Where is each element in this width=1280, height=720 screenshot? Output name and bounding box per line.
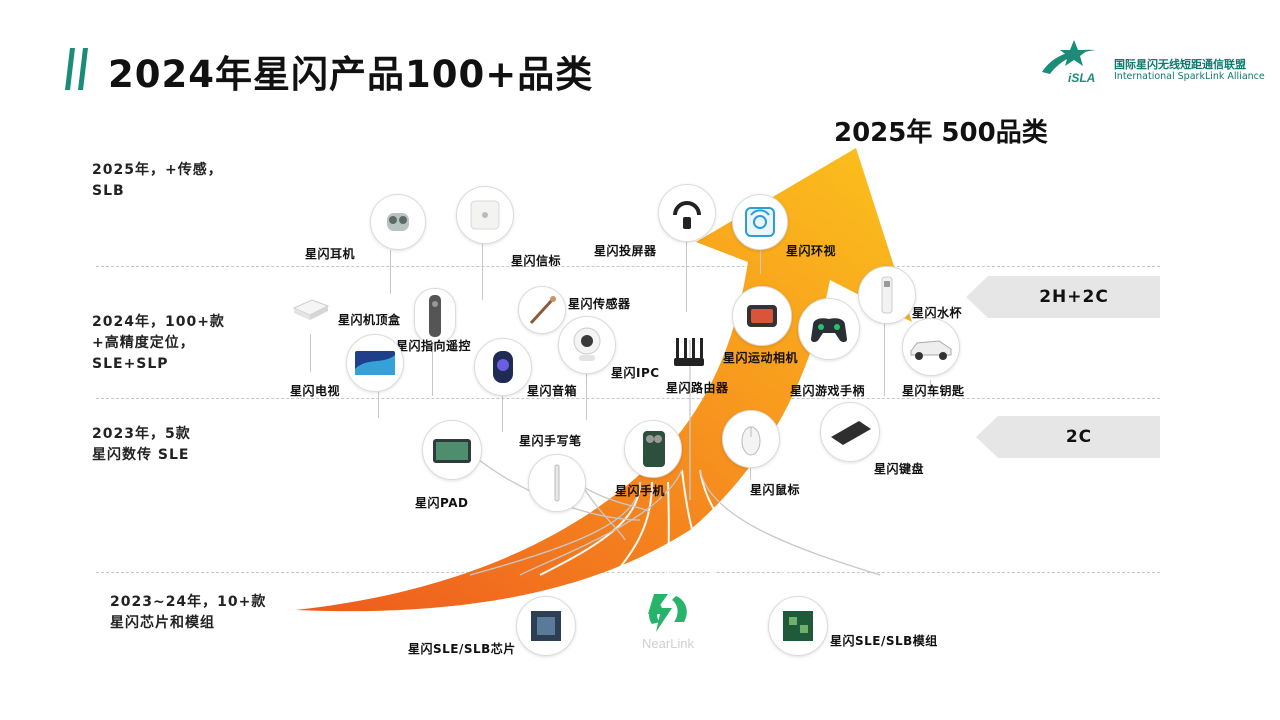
connector-line xyxy=(390,250,391,294)
connector-line xyxy=(760,244,761,274)
nearlink-logo-icon xyxy=(648,594,687,632)
ipc-label: 星闪IPC xyxy=(611,366,660,380)
page-title: 2024年星闪产品100+品类 xyxy=(108,53,594,96)
nearlink-logo: NearLink xyxy=(632,588,704,656)
stage-divider xyxy=(96,266,1160,267)
headline-2025: 2025年 500品类 xyxy=(834,118,1048,148)
sportscam-node xyxy=(732,286,792,346)
speaker-node xyxy=(474,338,532,396)
module-label: 星闪SLE/SLB模组 xyxy=(830,634,938,648)
connector-line xyxy=(310,326,311,372)
title-accent-bars-icon xyxy=(65,48,88,90)
isla-logo-icon: iSLA xyxy=(1042,40,1096,85)
smart-cup-icon xyxy=(881,276,893,314)
keyboard-label: 星闪键盘 xyxy=(874,462,925,476)
remote-label: 星闪指向遥控 xyxy=(396,339,472,353)
earphone-label: 星闪耳机 xyxy=(305,247,356,261)
band-2c: 2C xyxy=(976,416,1160,458)
screen-projector-icon xyxy=(673,201,701,229)
phone-label: 星闪手机 xyxy=(615,484,666,498)
connector-line xyxy=(482,238,483,300)
gamepad-icon xyxy=(811,318,847,342)
carkey-node xyxy=(902,318,960,376)
settopbox-node xyxy=(288,288,334,334)
surround-view-icon xyxy=(745,207,775,237)
nearlink-text: NearLink xyxy=(641,636,695,651)
mouse-node xyxy=(722,410,780,468)
keyboard-node xyxy=(820,402,880,462)
band-2h2c-label: 2H+2C xyxy=(1039,287,1109,307)
stage-label-2024: 2024年，100+款 +高精度定位， SLE+SLP xyxy=(92,314,225,372)
gamepad-label: 星闪游戏手柄 xyxy=(790,384,866,398)
stage-divider xyxy=(96,572,1160,573)
phone-icon xyxy=(643,431,665,467)
connector-line xyxy=(930,380,931,398)
chip-label: 星闪SLE/SLB芯片 xyxy=(408,642,516,656)
projector-label: 星闪投屏器 xyxy=(594,244,657,258)
keyboard-icon xyxy=(831,421,871,445)
connector-line xyxy=(686,240,687,312)
mouse-label: 星闪鼠标 xyxy=(750,483,801,497)
module-icon xyxy=(783,611,813,641)
connector-line xyxy=(586,372,587,420)
speaker-label: 星闪音箱 xyxy=(527,384,578,398)
earphone-node xyxy=(370,194,426,250)
cup-node xyxy=(858,266,916,324)
mouse-icon xyxy=(741,426,761,456)
stage-label-2023: 2023年，5款 星闪数传 SLE xyxy=(92,426,191,463)
tv-icon xyxy=(355,351,395,375)
router-node xyxy=(664,330,712,374)
sensor-label: 星闪传感器 xyxy=(568,297,631,311)
band-2h2c: 2H+2C xyxy=(966,276,1160,318)
logo-mark-text: iSLA xyxy=(1068,71,1095,85)
earbuds-icon xyxy=(387,213,409,231)
remote-node xyxy=(414,288,456,344)
sensor-probe-icon xyxy=(529,296,556,325)
stage-divider xyxy=(96,398,1160,399)
chip-node xyxy=(516,596,576,656)
logo-chinese-name: 国际星闪无线短距通信联盟 xyxy=(1114,58,1246,71)
router-icon xyxy=(674,338,704,366)
tv-node xyxy=(346,334,404,392)
chip-icon xyxy=(531,611,561,641)
ipc-node xyxy=(558,316,616,374)
tv-label: 星闪电视 xyxy=(290,384,341,398)
logo-english-name: International SparkLink Alliance xyxy=(1114,71,1265,82)
pad-node xyxy=(422,420,482,480)
sports-camera-icon xyxy=(747,305,777,327)
beacon-node xyxy=(456,186,514,244)
phone-node xyxy=(624,420,682,478)
set-top-box-icon xyxy=(292,299,330,320)
sportscam-label: 星闪运动相机 xyxy=(723,351,799,365)
beacon-icon xyxy=(470,200,500,230)
settopbox-label: 星闪机顶盒 xyxy=(338,313,401,327)
remote-control-icon xyxy=(429,295,441,337)
cup-label: 星闪水杯 xyxy=(912,306,963,320)
module-node xyxy=(768,596,828,656)
pad-label: 星闪PAD xyxy=(415,496,469,510)
sensor-node xyxy=(518,286,566,334)
speaker-icon xyxy=(493,351,513,383)
stylus-node xyxy=(528,454,586,512)
connector-line xyxy=(884,320,885,396)
carkey-label: 星闪车钥匙 xyxy=(902,384,965,398)
ip-camera-icon xyxy=(573,327,601,361)
surround-node xyxy=(732,194,788,250)
stylus-icon xyxy=(554,464,560,502)
connector-line xyxy=(502,390,503,432)
stage-label-chips: 2023~24年，10+款 星闪芯片和模组 xyxy=(110,594,267,631)
beacon-label: 星闪信标 xyxy=(511,254,562,268)
band-2c-label: 2C xyxy=(1065,427,1093,447)
router-label: 星闪路由器 xyxy=(666,381,729,395)
stage-label-2025: 2025年，+传感， SLB xyxy=(92,162,223,199)
connector-line xyxy=(378,392,379,418)
gamepad-node xyxy=(798,298,860,360)
connector-line xyxy=(432,340,433,396)
surround-label: 星闪环视 xyxy=(786,244,837,258)
car-icon xyxy=(910,340,952,360)
projector-node xyxy=(658,184,716,242)
tablet-icon xyxy=(433,439,471,463)
stylus-label: 星闪手写笔 xyxy=(519,434,582,448)
